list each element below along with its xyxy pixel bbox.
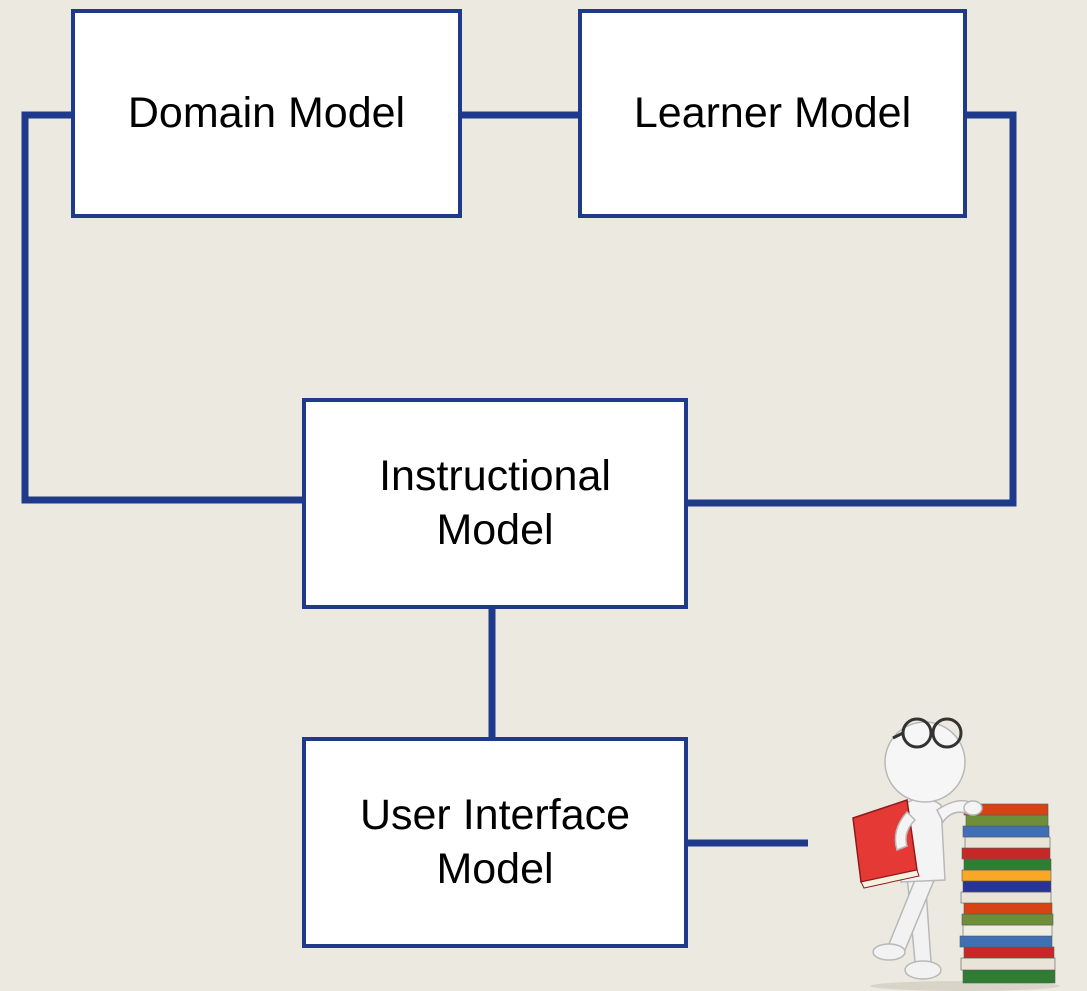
figure-legs bbox=[872, 874, 942, 980]
edge-learner-instructional bbox=[688, 111, 1017, 507]
user-interface-model-label: User Interface Model bbox=[359, 790, 631, 893]
instructional-model-box: Instructional Model bbox=[302, 398, 688, 609]
instructional-model-label: Instructional Model bbox=[379, 451, 611, 554]
edge-domain-instructional bbox=[21, 111, 302, 504]
learner-model-box: Learner Model bbox=[578, 9, 967, 218]
user-interface-model-box: User Interface Model bbox=[302, 737, 688, 948]
figure-head bbox=[884, 721, 966, 803]
glasses bbox=[892, 717, 963, 749]
domain-model-label: Domain Model bbox=[127, 88, 406, 137]
domain-model-box: Domain Model bbox=[71, 9, 462, 218]
book-stack bbox=[959, 803, 1056, 984]
learner-model-label: Learner Model bbox=[633, 88, 912, 137]
student-with-books-icon bbox=[852, 717, 1060, 991]
